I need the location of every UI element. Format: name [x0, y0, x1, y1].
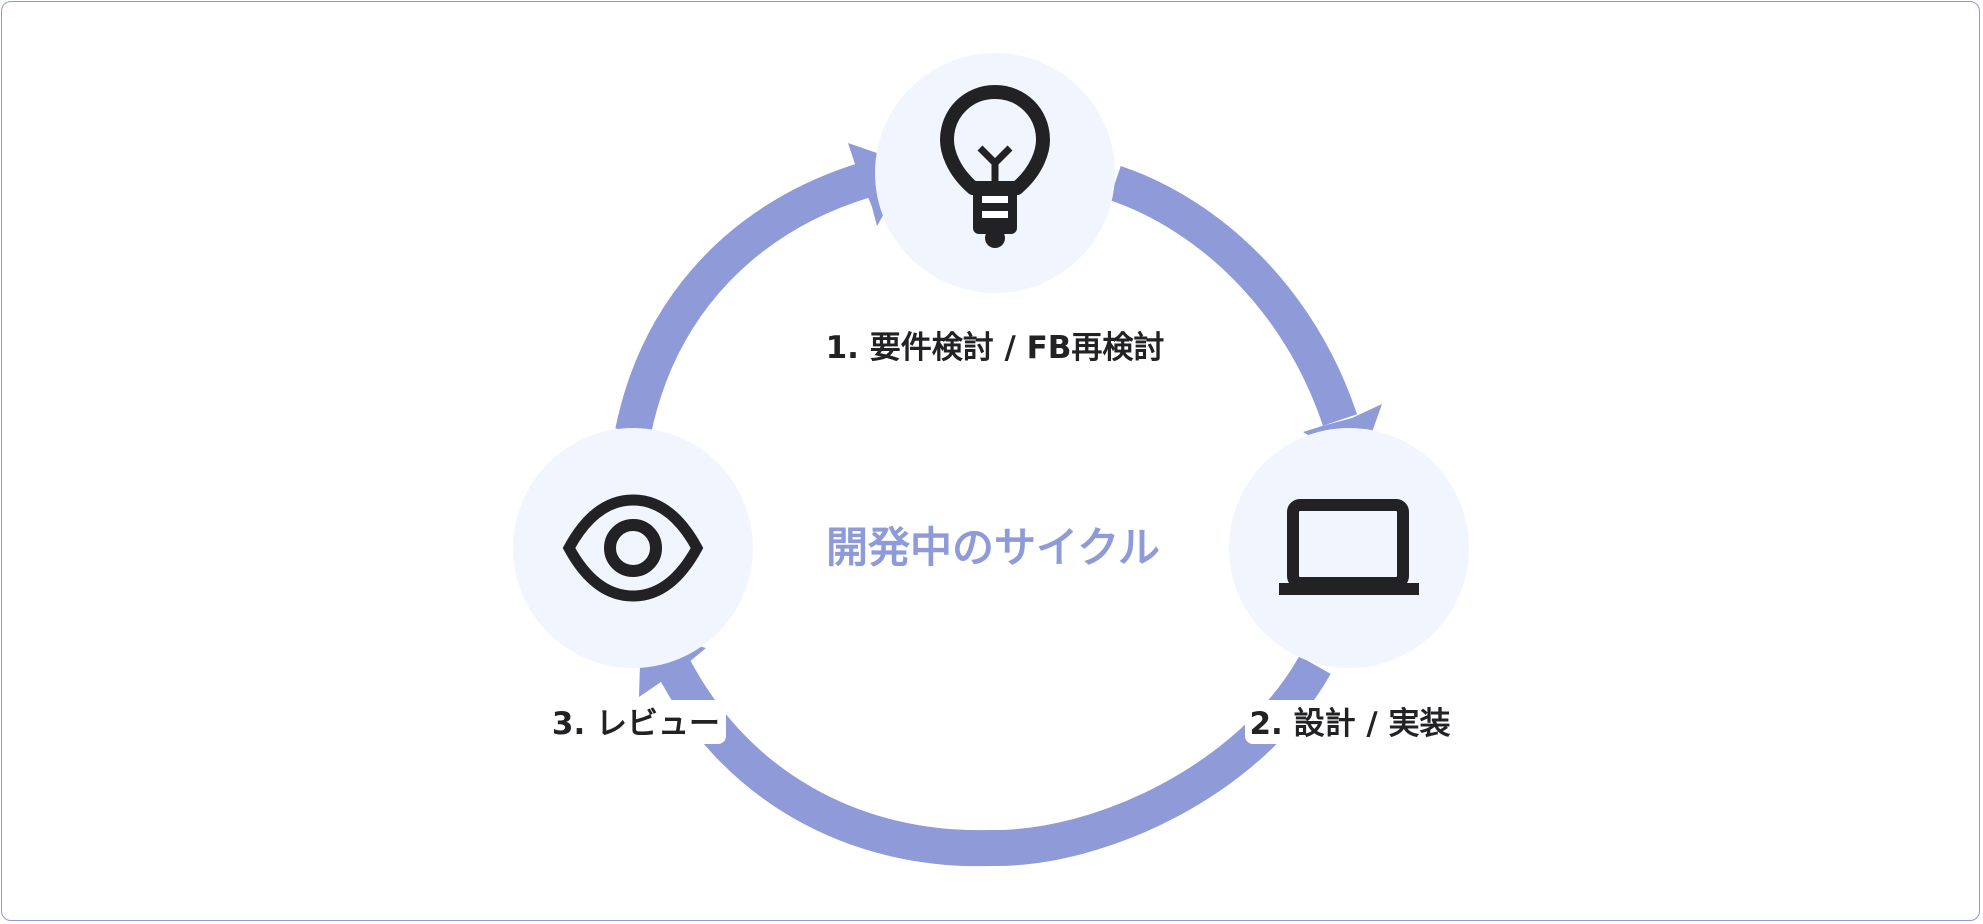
cycle-arrows — [615, 162, 1358, 867]
node-step3 — [513, 428, 753, 668]
node-step2-circle — [1229, 428, 1469, 668]
center-title: 開発中のサイクル — [826, 523, 1160, 572]
step2-label: 2. 設計 / 実装 — [1249, 706, 1450, 742]
node-step3-circle — [513, 428, 753, 668]
step3-label-bg — [546, 700, 726, 744]
eye-icon — [562, 494, 704, 602]
laptop-icon — [1279, 499, 1419, 595]
arrow-step2-to-step3 — [648, 642, 1331, 867]
step1-label: 1. 要件検討 / FB再検討 — [826, 330, 1165, 366]
node-step2 — [1229, 428, 1469, 668]
arrow-step1-to-step2 — [1109, 165, 1358, 426]
arrow-step3-to-step1 — [615, 162, 871, 436]
node-step1 — [875, 53, 1115, 293]
step2-label-bg — [1245, 700, 1455, 744]
lightbulb-icon — [940, 85, 1050, 248]
step3-label: 3. レビュー — [552, 706, 720, 742]
